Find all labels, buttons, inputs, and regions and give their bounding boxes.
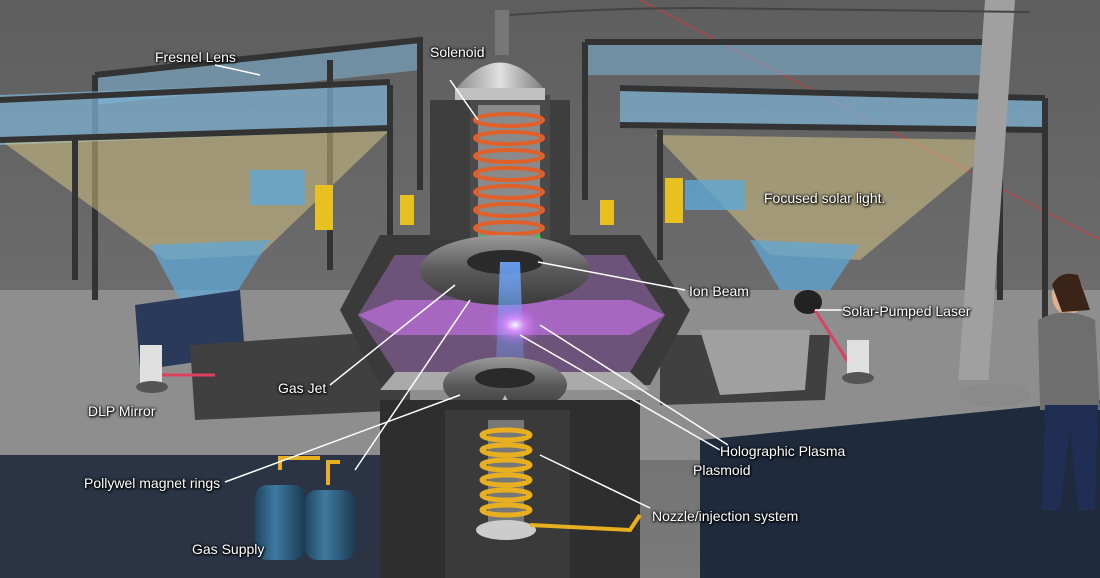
left-front-lens-frame	[0, 79, 414, 300]
solar-pumped-laser-label: Solar-Pumped Laser	[842, 303, 971, 319]
gas-jet-label: Gas Jet	[278, 380, 327, 396]
reactor-chamber	[340, 6, 1031, 413]
ion-beam-label: Ion Beam	[689, 283, 749, 299]
right-back-lens-frame	[582, 39, 1003, 300]
support-pole	[958, 0, 1015, 380]
left-laser-unit	[135, 290, 410, 420]
solenoid-dome	[455, 62, 545, 90]
focused-solar-light-label: Focused solar light.	[764, 190, 886, 206]
solar-pumped-laser	[794, 290, 822, 314]
plasmoid-label: Plasmoid	[693, 462, 751, 478]
right-front-lens-frame	[600, 85, 1048, 370]
dlp-mirror-label: DLP Mirror	[88, 403, 156, 419]
pollywel-magnet-rings-label: Pollywel magnet rings	[84, 475, 221, 491]
leader-lines	[214, 64, 848, 509]
gas-supply-tanks	[255, 456, 355, 560]
nozzle-assembly	[380, 400, 642, 578]
solenoid-label: Solenoid	[430, 44, 485, 60]
gas-supply-label: Gas Supply	[192, 541, 265, 557]
fresnel-lens-label: Fresnel Lens	[155, 49, 236, 65]
nozzle-injection-system-label: Nozzle/injection system	[652, 508, 799, 524]
holographic-plasma-label: Holographic Plasma	[720, 443, 846, 459]
dlp-mirror-left	[140, 345, 162, 385]
person-figure	[1038, 273, 1100, 510]
right-laser-unit	[660, 290, 874, 405]
dlp-mirror-right	[847, 340, 869, 375]
plasmoid	[485, 303, 545, 347]
